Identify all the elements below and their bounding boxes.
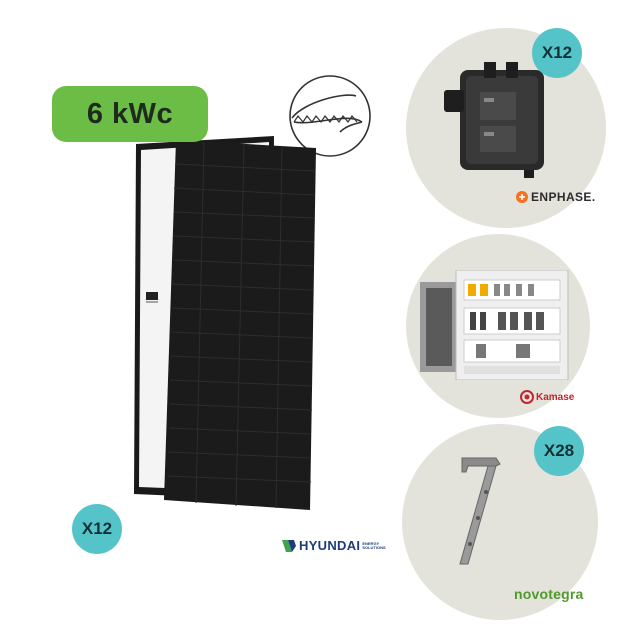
micro-inverter-quantity-badge: X12 <box>532 28 582 78</box>
hyundai-sub-line-2: SOLUTIONS <box>362 544 386 550</box>
electrical-box-image <box>420 269 572 381</box>
panel-quantity-badge: X12 <box>72 504 122 554</box>
enphase-mark-icon <box>516 191 528 203</box>
power-badge: 6 kWc <box>52 86 208 142</box>
hyundai-mark-icon <box>282 539 296 552</box>
kamase-logo: Kamase <box>520 390 574 404</box>
enphase-brand-name: ENPHASE. <box>531 190 596 204</box>
novotegra-logo: novotegra <box>514 586 584 602</box>
cable-coil-icon <box>284 74 376 158</box>
hyundai-sub-line-1: ENERGY <box>362 540 380 546</box>
hyundai-logo: HYUNDAI ENERGY SOLUTIONS <box>282 538 386 553</box>
kamase-brand-name: Kamase <box>536 391 575 403</box>
enphase-logo: ENPHASE. <box>516 190 596 204</box>
kamase-mark-icon <box>520 390 534 404</box>
micro-inverter-image <box>444 62 552 180</box>
solar-panel-image <box>124 118 320 510</box>
hyundai-brand-name: HYUNDAI <box>299 538 361 553</box>
roof-hook-quantity-badge: X28 <box>534 426 584 476</box>
roof-hook-image <box>452 452 516 572</box>
